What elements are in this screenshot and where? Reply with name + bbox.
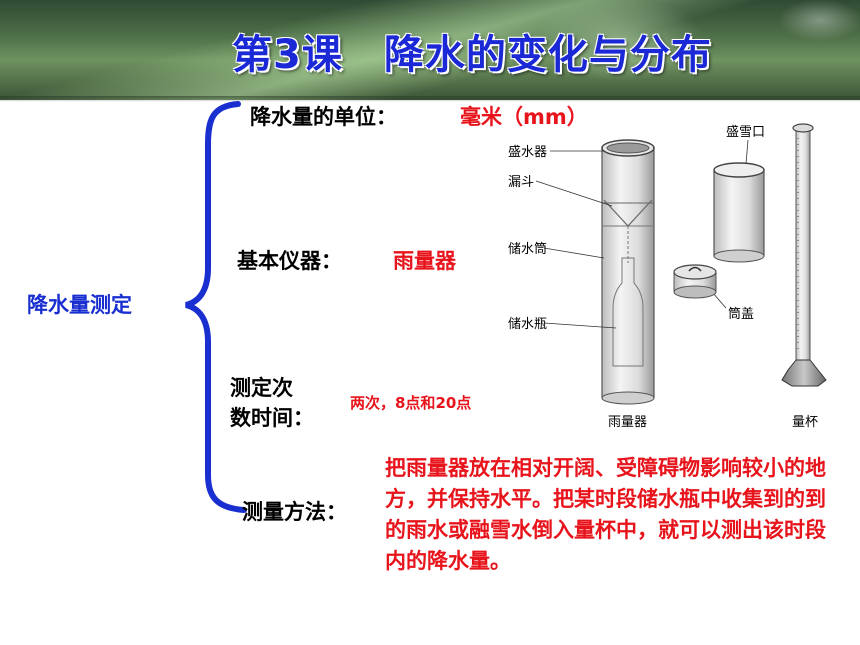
unit-label: 降水量的单位：	[250, 105, 397, 129]
slide-title: 第3课 降水的变化与分布	[232, 32, 712, 78]
root-label: 降水量测定	[27, 293, 132, 317]
rain-gauge-diagram: 盛水器 漏斗 储水筒 储水瓶 雨量器 盛雪口 筒盖 量杯	[508, 123, 827, 430]
label-measuring-cup: 量杯	[792, 415, 818, 430]
banner-shadow	[0, 96, 860, 102]
snow-mouth	[713, 162, 765, 263]
brace-path	[185, 101, 247, 513]
header-banner	[0, 0, 860, 100]
instrument-label: 基本仪器：	[237, 249, 342, 273]
time-label: 测定次 数时间：	[230, 376, 314, 430]
label-storage-tube: 储水筒	[508, 241, 547, 257]
rain-gauge	[601, 139, 655, 405]
label-storage-bottle: 储水瓶	[508, 317, 547, 332]
method-label: 测量方法：	[242, 500, 347, 524]
label-snow-mouth: 盛雪口	[726, 125, 765, 140]
label-rain-gauge: 雨量器	[608, 415, 647, 430]
tube-cap	[673, 264, 717, 299]
unit-value: 毫米（mm）	[460, 105, 588, 129]
time-value: 两次，8点和20点	[350, 394, 472, 412]
measuring-cup	[781, 123, 827, 387]
method-text: 把雨量器放在相对开阔、受障碍物影响较小的地方，并保持水平。把某时段储水瓶中收集到…	[385, 456, 826, 573]
label-tube-cap: 筒盖	[728, 306, 754, 322]
label-funnel-mouth: 盛水器	[508, 145, 547, 160]
label-funnel: 漏斗	[508, 174, 534, 190]
instrument-value: 雨量器	[393, 249, 456, 273]
